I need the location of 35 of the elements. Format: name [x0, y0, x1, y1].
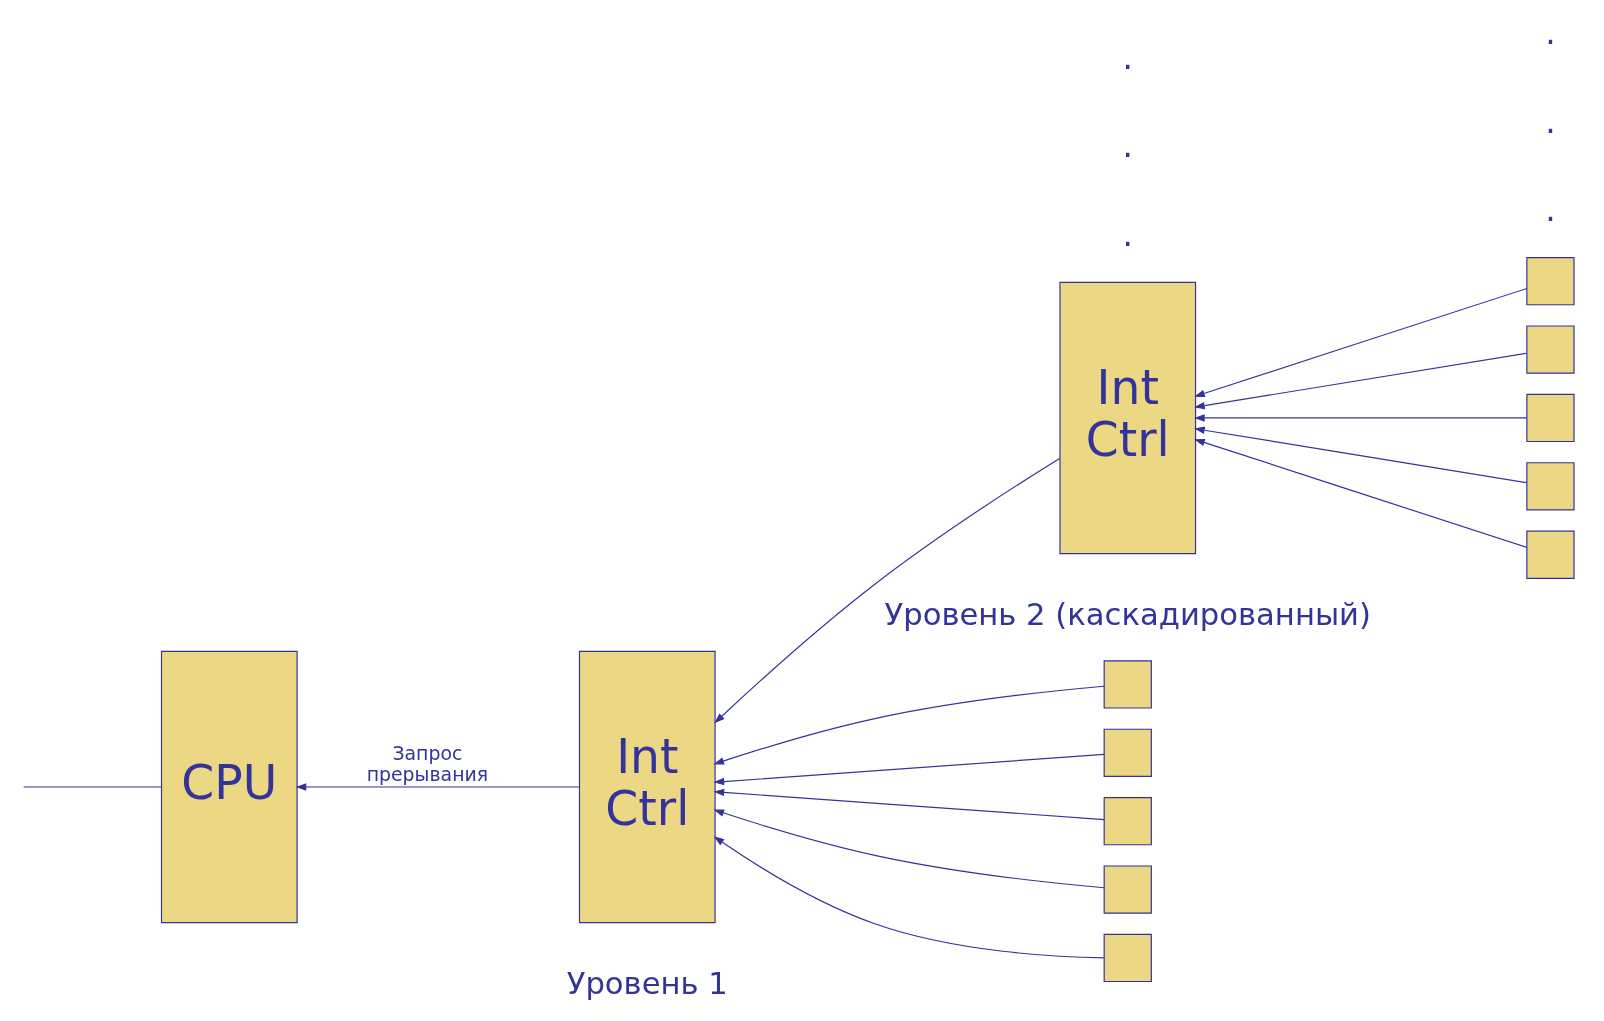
- node-box: CPU: [160, 650, 298, 924]
- node-box: Int Ctrl: [578, 650, 716, 924]
- label: .: [1122, 214, 1133, 254]
- arrow: [1193, 438, 1527, 548]
- node-box: [1103, 933, 1152, 983]
- connector: [22, 786, 162, 788]
- arrow: [713, 836, 1105, 959]
- label: Уровень 1: [566, 965, 728, 1001]
- node-box: [1525, 325, 1575, 374]
- arrow: [1193, 414, 1527, 422]
- node-box: [1103, 865, 1152, 914]
- arrow: [1193, 352, 1527, 410]
- arrow: [1193, 287, 1527, 397]
- label: .: [1544, 101, 1556, 141]
- arrow: [713, 457, 1060, 724]
- label: .: [1122, 37, 1133, 77]
- node-box: [1525, 530, 1575, 579]
- node-box: [1525, 393, 1575, 443]
- node-box: [1525, 257, 1575, 306]
- node-box: [1103, 660, 1152, 709]
- node-box: [1103, 728, 1152, 777]
- node-box: [1103, 797, 1152, 846]
- label: Уровень 2 (каскадированный): [884, 596, 1371, 632]
- arrow: [712, 685, 1105, 765]
- node-box: Int Ctrl: [1058, 281, 1196, 555]
- label: .: [1544, 13, 1556, 53]
- arrow: [295, 783, 580, 791]
- node-box: [1525, 462, 1575, 511]
- arrow: [712, 809, 1105, 889]
- label: .: [1544, 189, 1556, 229]
- arrow: [713, 788, 1105, 821]
- arrow: [713, 753, 1105, 786]
- label: .: [1122, 126, 1133, 166]
- edge-label: Запрос прерывания: [366, 741, 488, 785]
- arrow: [1193, 426, 1527, 484]
